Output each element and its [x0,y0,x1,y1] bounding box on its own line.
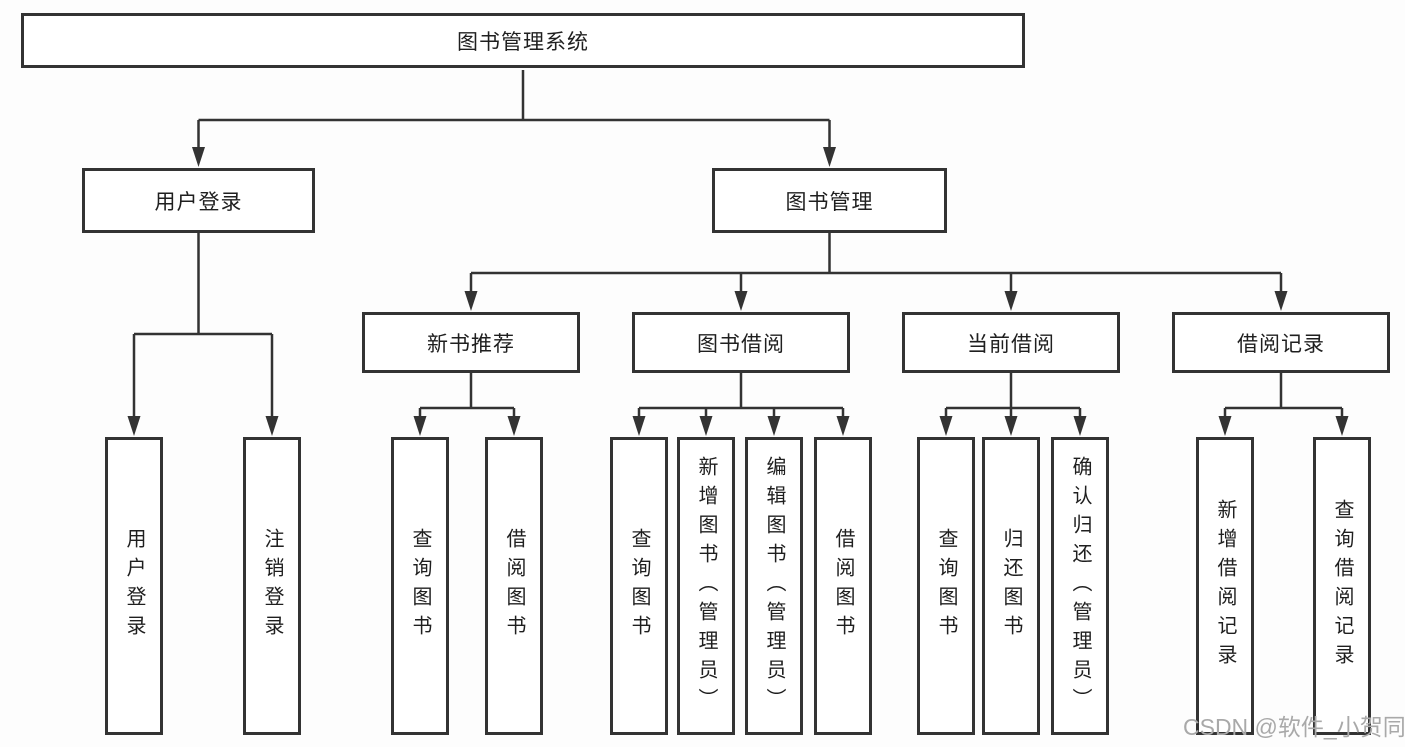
node-label: 新书推荐 [427,332,515,356]
connector-stems [132,70,1344,419]
leaf-query-borrow-record: 查询借阅记录 [1313,437,1371,735]
leaf-user-login: 用户登录 [105,437,163,735]
leaf-label: 查询图书 [935,528,957,644]
node-borrowing-records: 借阅记录 [1172,312,1390,373]
leaf-label: 编辑图书（管理员） [763,455,785,717]
leaf-label: 借阅图书 [832,528,854,644]
node-label: 借阅记录 [1237,332,1325,356]
leaf-query-books-current: 查询图书 [917,437,975,735]
leaf-confirm-return-admin: 确认归还（管理员） [1051,437,1109,735]
node-label: 图书管理 [785,190,874,214]
node-new-book-recommendation: 新书推荐 [362,312,580,373]
node-label: 图书借阅 [697,332,785,356]
leaf-borrow-books-recommend: 借阅图书 [485,437,543,735]
leaf-add-borrow-record: 新增借阅记录 [1196,437,1254,735]
leaf-label: 用户登录 [123,528,145,644]
leaf-label: 确认归还（管理员） [1069,455,1091,717]
arrow-down-icons [127,147,1349,436]
node-book-management-branch: 图书管理 [712,168,947,233]
node-label: 用户登录 [154,190,243,214]
node-book-borrowing: 图书借阅 [632,312,850,373]
node-current-borrowing: 当前借阅 [902,312,1120,373]
leaf-query-books-recommend: 查询图书 [391,437,449,735]
leaf-label: 新增图书（管理员） [695,455,717,717]
node-user-login-branch: 用户登录 [82,168,315,233]
leaf-borrow-books: 借阅图书 [814,437,872,735]
leaf-label: 归还图书 [1000,528,1022,644]
node-label: 图书管理系统 [457,30,589,54]
leaf-add-books-admin: 新增图书（管理员） [677,437,735,735]
leaf-logout: 注销登录 [243,437,301,735]
leaf-edit-books-admin: 编辑图书（管理员） [745,437,803,735]
leaf-return-books: 归还图书 [982,437,1040,735]
leaf-label: 注销登录 [261,528,283,644]
leaf-label: 新增借阅记录 [1214,499,1236,673]
leaf-label: 查询图书 [409,528,431,644]
node-label: 当前借阅 [967,332,1055,356]
leaf-label: 查询借阅记录 [1331,499,1353,673]
csdn-watermark: CSDN @软件_小贺同学 [1183,714,1405,740]
leaf-label: 查询图书 [628,528,650,644]
node-library-system-root: 图书管理系统 [21,13,1025,68]
leaf-query-books-borrow: 查询图书 [610,437,668,735]
leaf-label: 借阅图书 [503,528,525,644]
